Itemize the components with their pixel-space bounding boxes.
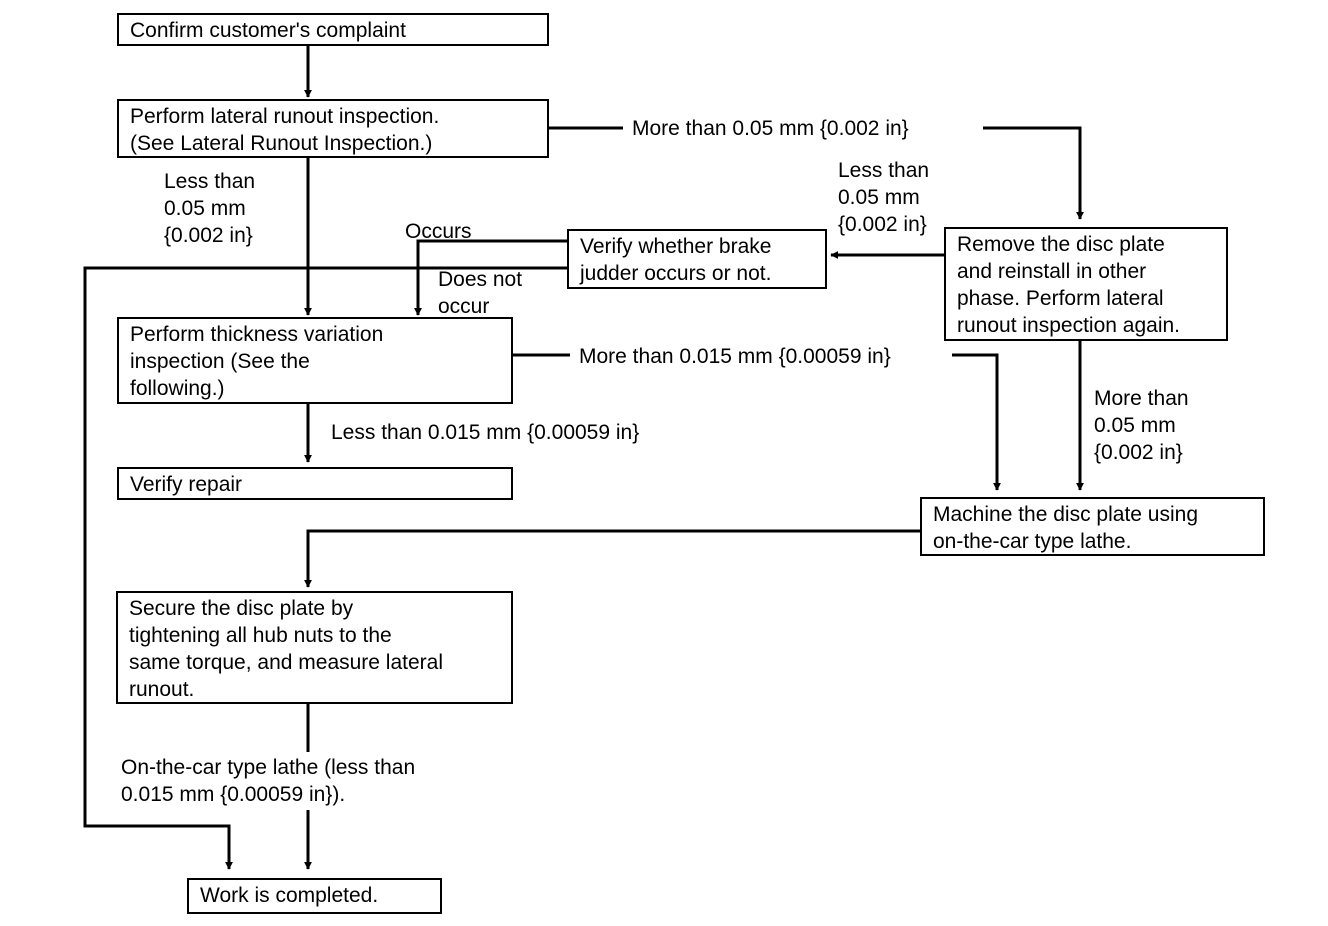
thickness-variation-box: Perform thickness variation inspection (…: [117, 317, 513, 404]
machine-disc-plate-box: Machine the disc plate using on-the-car …: [920, 497, 1265, 556]
confirm-complaint-box: Confirm customer's complaint: [117, 13, 549, 46]
label-occurs: Occurs: [405, 220, 472, 243]
verify-judder-box: Verify whether brake judder occurs or no…: [567, 229, 827, 289]
label-lathe-result: On-the-car type lathe (less than 0.015 m…: [121, 754, 416, 808]
secure-disc-plate-box: Secure the disc plate by tightening all …: [116, 591, 513, 704]
lateral-runout-box: Perform lateral runout inspection. (See …: [117, 99, 549, 158]
label-less-than-005-right: Less than 0.05 mm {0.002 in}: [838, 159, 930, 236]
arrow-machine-to-secure: [304, 529, 920, 588]
label-more-than-005-top: More than 0.05 mm {0.002 in}: [632, 115, 909, 142]
remove-disc-plate-box: Remove the disc plate and reinstall in o…: [944, 227, 1228, 341]
arrow-doesnotoccur-to-thickness: [414, 266, 567, 316]
label-does-not-occur: Does not occur: [438, 268, 523, 318]
verify-repair-box: Verify repair: [117, 467, 513, 500]
label-more-than-0015: More than 0.015 mm {0.00059 in}: [579, 343, 891, 370]
label-more-than-005-right: More than 0.05 mm {0.002 in}: [1094, 387, 1189, 464]
arrow-occurs-to-completed: [83, 239, 567, 870]
arrow-thickness-to-machine: [512, 353, 997, 490]
label-less-than-0015: Less than 0.015 mm {0.00059 in}: [331, 421, 640, 444]
work-completed-box: Work is completed.: [187, 878, 442, 914]
label-less-than-005-left: Less than 0.05 mm {0.002 in}: [164, 170, 256, 247]
arrow-lateral-to-remove: [548, 126, 1080, 219]
